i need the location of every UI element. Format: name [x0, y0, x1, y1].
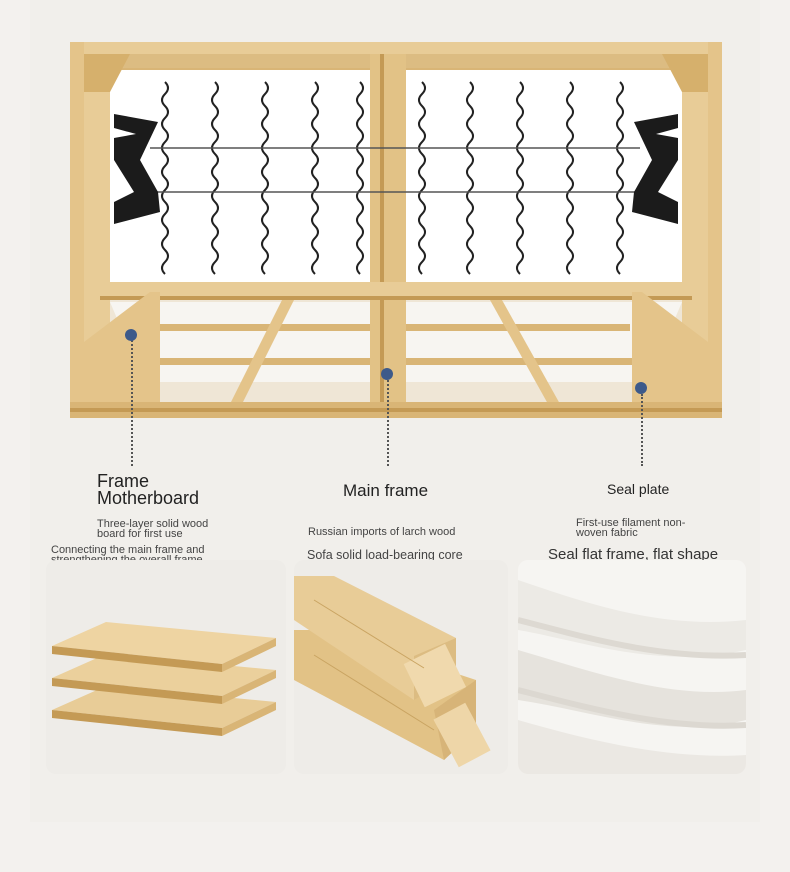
subdesc-line: Connecting the main frame and	[51, 544, 205, 556]
sofa-frame-illustration	[70, 42, 722, 418]
desc-line: Three-layer solid wood	[97, 518, 209, 530]
frame-motherboard-desc: Three-layer solid wood board for first u…	[97, 518, 209, 540]
desc-line: board for first use	[97, 528, 183, 540]
callout-dot-seal-plate[interactable]	[635, 382, 647, 394]
main-frame-title: Main frame	[343, 481, 429, 500]
desc-line: woven fabric	[576, 527, 638, 539]
title-line: Frame	[97, 471, 150, 491]
leader-line-main-frame	[387, 380, 389, 466]
main-frame-subdesc: Sofa solid load-bearing core	[307, 548, 463, 562]
larch-wood-beams-image	[294, 560, 508, 774]
seal-plate-subdesc: Seal flat frame, flat shape	[548, 546, 719, 563]
leader-line-seal-plate	[641, 394, 643, 466]
desc-line: First-use filament non-	[576, 517, 686, 529]
callout-dot-main-frame[interactable]	[381, 368, 393, 380]
main-frame-desc: Russian imports of larch wood	[308, 526, 456, 538]
seal-plate-title: Seal plate	[607, 481, 670, 497]
plywood-layers-image	[46, 560, 286, 774]
callout-dot-frame[interactable]	[125, 329, 137, 341]
seal-plate-desc: First-use filament non- woven fabric	[576, 517, 686, 539]
leader-line-frame	[131, 340, 133, 466]
title-line: Motherboard	[97, 488, 200, 508]
frame-motherboard-title: Frame Motherboard	[97, 471, 200, 508]
non-woven-fabric-image	[518, 560, 746, 774]
